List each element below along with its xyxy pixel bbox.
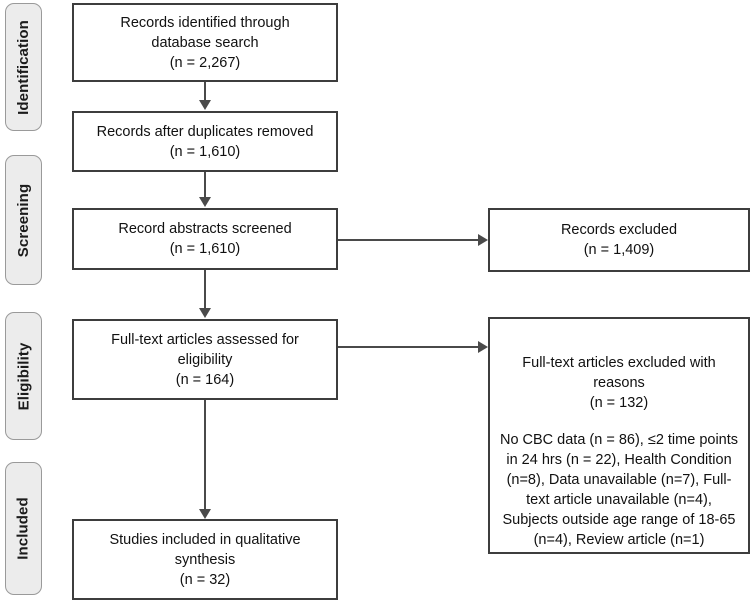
arrowhead-screened-to-excluded (478, 234, 488, 246)
stage-pill-identification: Identification (5, 3, 42, 131)
connector-screened-to-fulltext (204, 270, 206, 309)
stage-label-included: Included (15, 497, 33, 560)
arrowhead-screened-to-fulltext (199, 308, 211, 318)
box-studies-included-text: Studies included in qualitative synthesi… (109, 531, 301, 588)
stage-label-screening: Screening (15, 183, 32, 257)
box-records-identified-text: Records identified through database sear… (120, 14, 290, 71)
connector-screened-to-excluded (338, 239, 480, 241)
box-fulltext-excluded: Full-text articles excluded with reasons… (488, 317, 750, 554)
stage-pill-included: Included (5, 462, 42, 595)
box-fulltext-assessed-text: Full-text articles assessed for eligibil… (111, 331, 299, 388)
box-records-excluded-text: Records excluded (n = 1,409) (560, 222, 678, 258)
connector-fulltext-to-included (204, 400, 206, 510)
connector-fulltext-to-excluded (338, 346, 480, 348)
arrowhead-fulltext-to-included (199, 509, 211, 519)
arrowhead-duplicates-to-screened (199, 197, 211, 207)
stage-pill-eligibility: Eligibility (5, 312, 42, 440)
box-records-after-duplicates: Records after duplicates removed (n = 1,… (72, 111, 338, 172)
arrowhead-identified-to-duplicates (199, 100, 211, 110)
stage-pill-screening: Screening (5, 155, 42, 285)
box-abstracts-screened: Record abstracts screened (n = 1,610) (72, 208, 338, 270)
box-abstracts-screened-text: Record abstracts screened (n = 1,610) (118, 221, 292, 257)
box-fulltext-assessed: Full-text articles assessed for eligibil… (72, 319, 338, 400)
stage-label-identification: Identification (15, 19, 33, 115)
stage-label-eligibility: Eligibility (15, 342, 32, 410)
box-records-after-duplicates-text: Records after duplicates removed (n = 1,… (96, 123, 314, 160)
connector-identified-to-duplicates (204, 82, 206, 101)
arrowhead-fulltext-to-excluded (478, 341, 488, 353)
box-records-excluded: Records excluded (n = 1,409) (488, 208, 750, 272)
box-fulltext-excluded-heading: Full-text articles excluded with reasons… (522, 355, 716, 411)
box-records-identified: Records identified through database sear… (72, 3, 338, 82)
box-fulltext-excluded-reasons: No CBC data (n = 86), ≤2 time points in … (499, 432, 739, 548)
connector-duplicates-to-screened (204, 172, 206, 198)
box-studies-included: Studies included in qualitative synthesi… (72, 519, 338, 600)
